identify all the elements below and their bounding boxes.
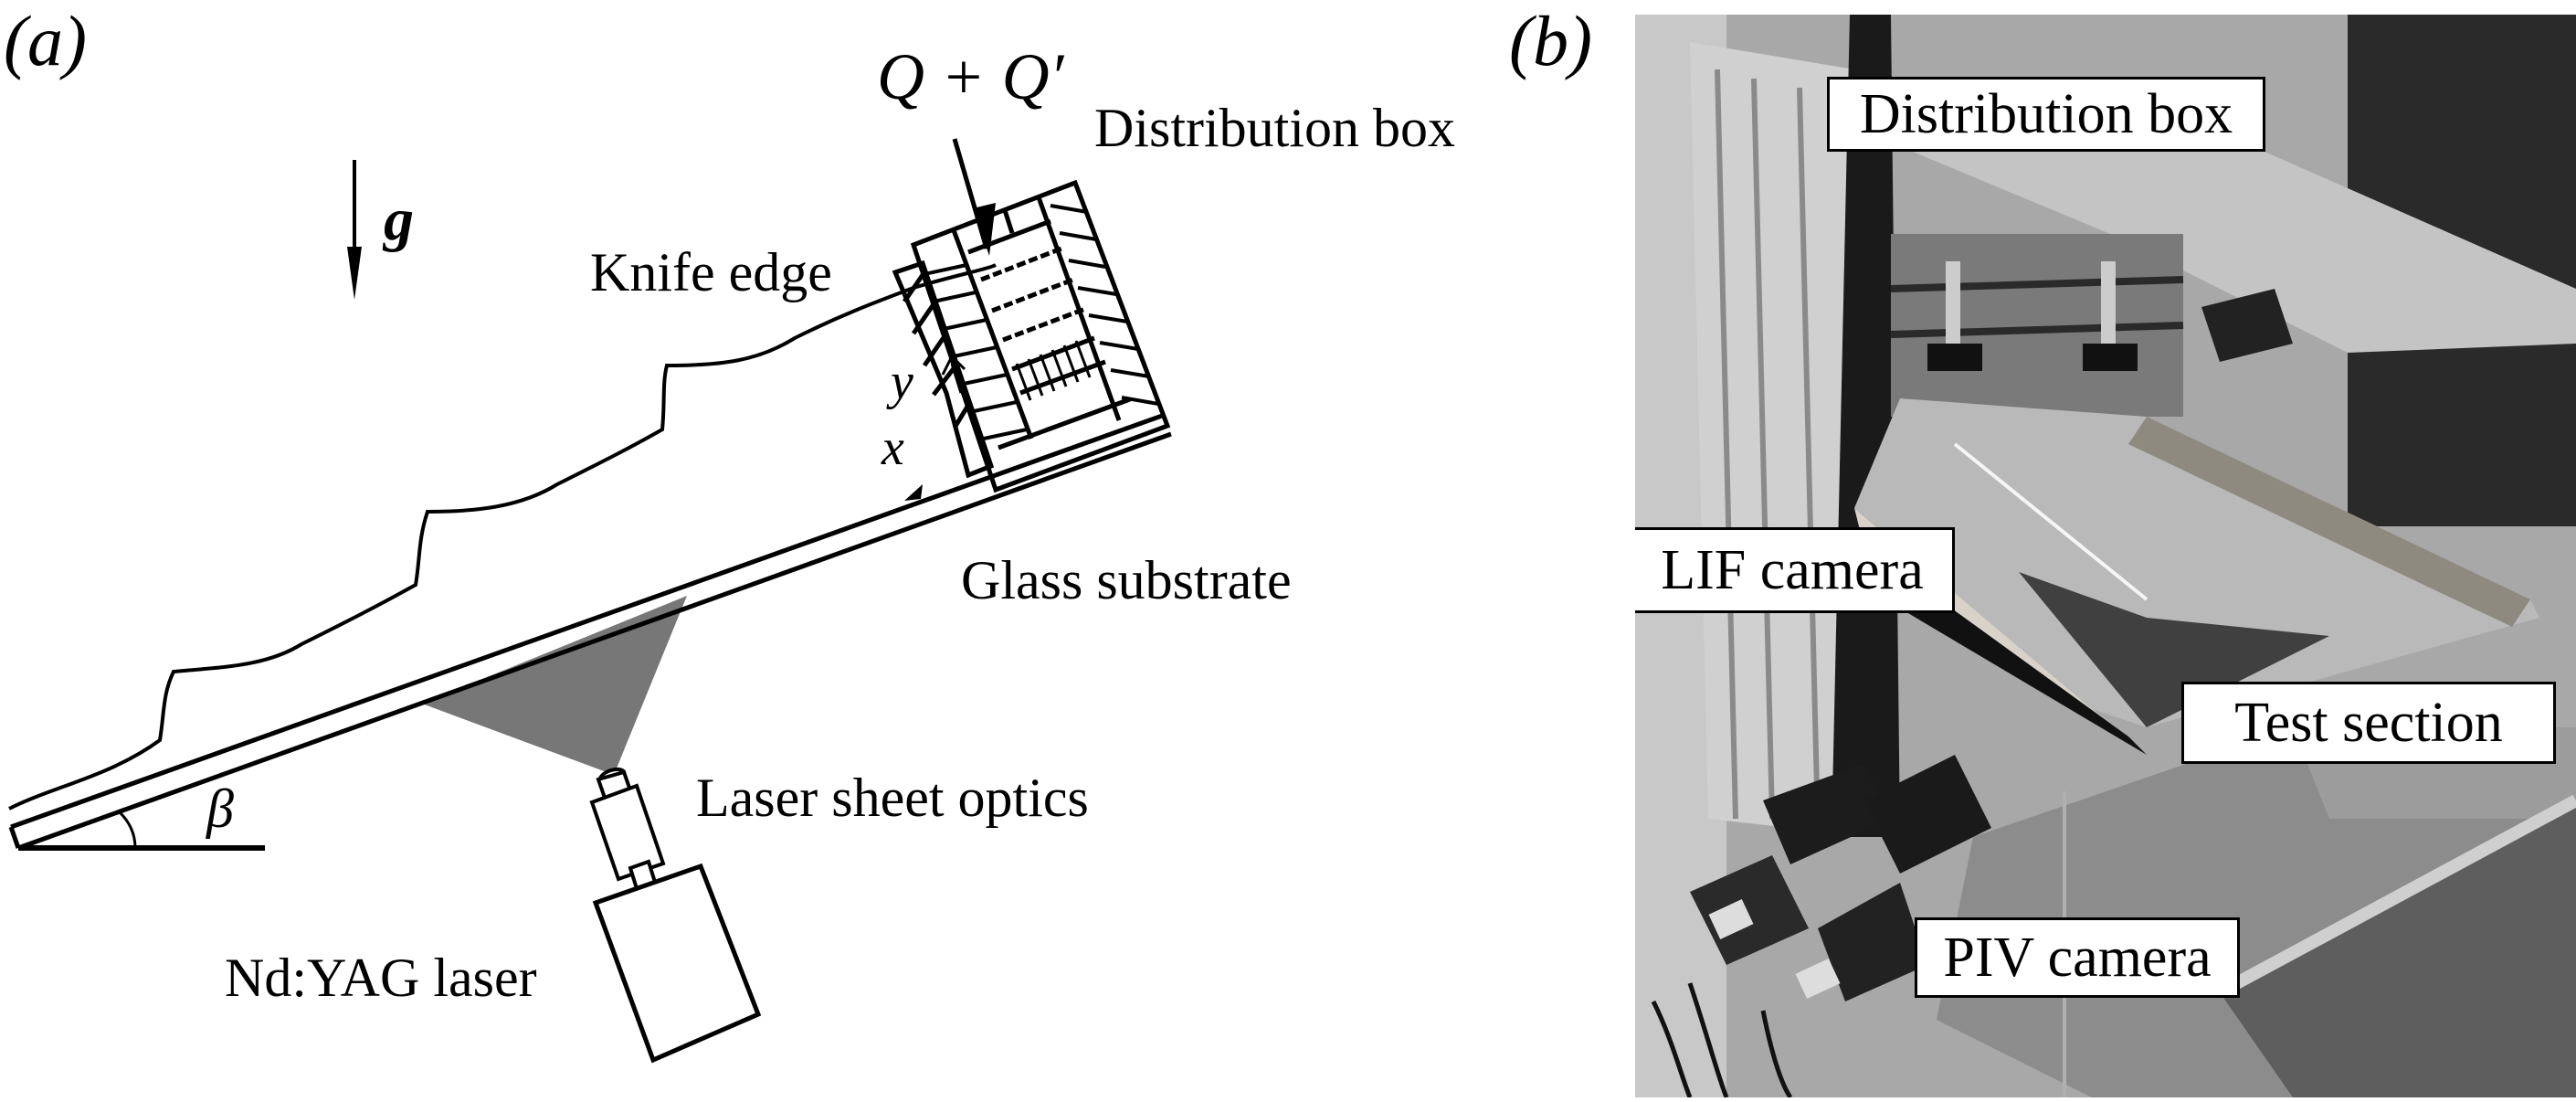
panel-a-schematic: (a) g Q + Q′ Distribution box Knife edge… <box>4 1 1456 1064</box>
knife-edge <box>892 260 995 479</box>
angle-symbol: β <box>206 779 234 839</box>
photo-label-distribution-box: Distribution box <box>1827 77 2265 152</box>
photo-label-lif-camera: LIF camera <box>1635 527 1955 613</box>
gravity-symbol: g <box>384 186 414 253</box>
panel-b-label: (b) <box>1509 1 1592 80</box>
annotation-glass-substrate: Glass substrate <box>961 550 1292 610</box>
annotation-laser-sheet-optics: Laser sheet optics <box>696 768 1089 828</box>
annotation-distribution-box: Distribution box <box>1094 98 1456 158</box>
inflow-arrowhead-icon <box>973 203 996 256</box>
laser-sheet-optics <box>589 767 666 900</box>
y-axis-arrow-icon <box>941 354 966 394</box>
laser-sheet <box>422 596 687 775</box>
angle-arc <box>117 810 137 849</box>
gravity-arrowhead-icon <box>347 247 362 300</box>
annotation-knife-edge: Knife edge <box>590 242 832 302</box>
flow-direction-arrow-icon <box>904 484 923 501</box>
axis-y-label: y <box>891 354 913 410</box>
panel-a-label: (a) <box>4 1 87 80</box>
nd-yag-laser-body <box>592 863 762 1064</box>
photo-label-test-section: Test section <box>2181 682 2556 764</box>
schematic-drawing <box>8 138 1172 1064</box>
camera-cluster <box>1651 755 1991 1097</box>
annotation-nd-yag-laser: Nd:YAG laser <box>225 948 537 1008</box>
experimental-setup-photo: Distribution box LIF camera Test section… <box>1635 15 2576 1097</box>
film-surface-wave <box>8 263 997 811</box>
inflow-label: Q + Q′ <box>877 40 1064 113</box>
glass-substrate <box>8 413 1172 851</box>
distribution-box <box>910 179 1171 493</box>
axis-x-label: x <box>882 419 904 476</box>
photo-label-piv-camera: PIV camera <box>1915 917 2240 998</box>
